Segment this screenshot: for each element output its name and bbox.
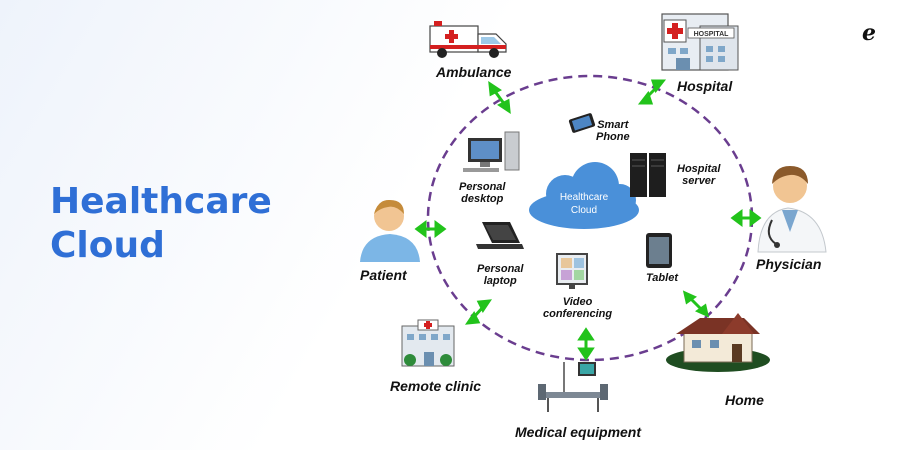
medical-equipment-label: Medical equipment — [515, 424, 642, 440]
ambulance-label: Ambulance — [436, 64, 512, 80]
arrow-medical-equipment — [577, 327, 595, 361]
patient-icon — [360, 199, 420, 262]
ambulance-icon — [429, 21, 507, 58]
smart-phone-label: Smart Phone — [596, 119, 630, 143]
title-line-2: Cloud — [50, 225, 165, 266]
title-line-1: Healthcare — [50, 181, 272, 222]
personal-laptop-label-line-2: laptop — [483, 275, 517, 287]
personal-desktop-label-line-1: Personal — [459, 181, 506, 193]
remote-clinic-label: Remote clinic — [390, 378, 482, 394]
arrow-remote-clinic — [464, 299, 493, 325]
hospital-label: Hospital — [677, 78, 733, 94]
hospital-sign: HOSPITAL — [694, 31, 730, 38]
physician-icon — [757, 166, 827, 253]
cloud-label-line-2: Cloud — [571, 205, 597, 216]
video-conferencing-icon — [556, 253, 588, 289]
tablet-icon — [646, 233, 672, 268]
page-title: Healthcare Cloud — [50, 180, 272, 268]
cloud-icon: Healthcare Cloud — [529, 162, 639, 229]
medical-bed-icon — [538, 362, 608, 412]
brand-logo: e — [856, 20, 882, 46]
brand-logo-letter: e — [862, 20, 876, 46]
hospital-icon: HOSPITAL — [661, 13, 739, 71]
personal-laptop-label-line-1: Personal — [477, 263, 524, 275]
video-conferencing-label-line-1: Video — [562, 296, 593, 308]
home-label: Home — [725, 392, 764, 408]
smart-phone-label-line-1: Smart — [597, 119, 629, 131]
hospital-server-label-line-1: Hospital — [677, 163, 721, 175]
arrow-patient — [414, 220, 447, 238]
desktop-computer-icon — [463, 131, 520, 172]
arrow-home — [682, 290, 710, 318]
cloud-label-line-1: Healthcare — [560, 192, 609, 203]
hospital-server-label-line-2: server — [682, 175, 716, 187]
tablet-label: Tablet — [646, 272, 678, 284]
remote-clinic-icon — [401, 319, 455, 367]
arrow-physician — [730, 209, 762, 227]
physician-label: Physician — [756, 256, 822, 272]
personal-desktop-label: Personal desktop — [459, 181, 505, 205]
hospital-server-label: Hospital server — [677, 163, 720, 187]
smart-phone-icon — [568, 113, 596, 133]
patient-label: Patient — [360, 267, 407, 283]
video-conferencing-label-line-2: conferencing — [543, 308, 613, 320]
laptop-icon — [476, 222, 524, 249]
server-icon — [630, 153, 666, 197]
home-icon — [666, 313, 770, 372]
arrow-hospital — [637, 79, 667, 105]
personal-laptop-label: Personal laptop — [477, 263, 523, 287]
video-conferencing-label: Video conferencing — [543, 296, 612, 320]
smart-phone-label-line-2: Phone — [596, 131, 630, 143]
connector-arrows — [414, 79, 762, 361]
arrow-ambulance — [488, 80, 511, 115]
personal-desktop-label-line-2: desktop — [461, 193, 504, 205]
